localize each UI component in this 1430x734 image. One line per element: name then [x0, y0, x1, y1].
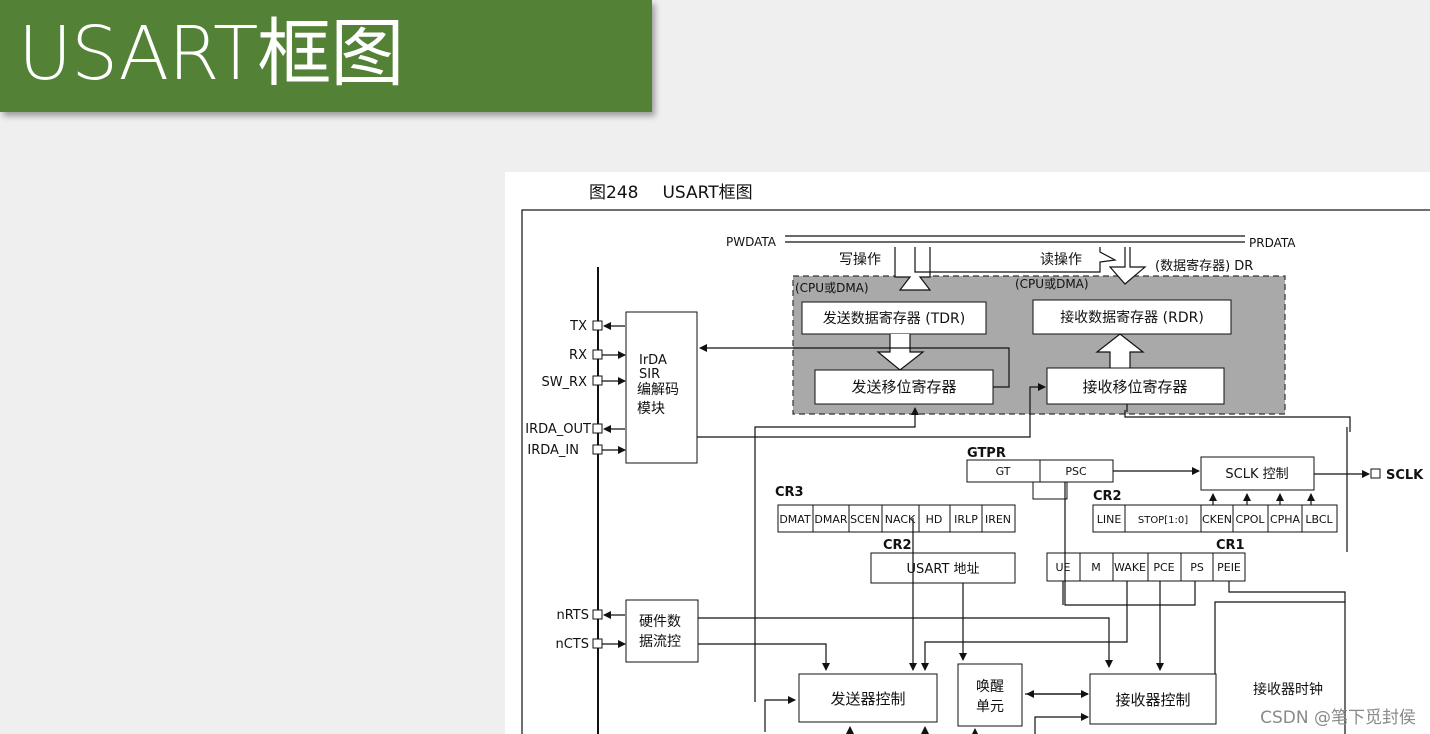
- irda-label-2: SIR: [639, 367, 660, 382]
- irda-label-3: 编解码: [637, 382, 679, 398]
- cr1-label: CR1: [1216, 538, 1245, 553]
- pin-group: TX RX SW_RX IRDA_OUT IRDA_IN nRTS nCTS: [525, 319, 603, 652]
- slide-title-band: USART框图: [0, 0, 652, 112]
- data-bus: [785, 235, 1245, 243]
- wake-unit-label-2: 单元: [976, 699, 1004, 715]
- hw-flow-label-1: 硬件数: [639, 614, 681, 630]
- read-path-arrow: [914, 247, 1117, 273]
- rx-control-label: 接收器控制: [1115, 691, 1190, 709]
- cr3-bit-nack: NACK: [885, 513, 916, 526]
- pin-rx: RX: [569, 348, 587, 363]
- irda-sir-block: [625, 311, 698, 464]
- cr3-bit-dmar: DMAR: [814, 513, 847, 526]
- diagram-frame: [521, 209, 1430, 734]
- cr2-bit-cpha: CPHA: [1270, 513, 1301, 526]
- cr2-bit-cpol: CPOL: [1235, 513, 1265, 526]
- cr1-bit-m: M: [1091, 561, 1101, 574]
- sclk-pin-label: SCLK: [1386, 468, 1424, 483]
- cr3-bit-irlp: IRLP: [954, 513, 978, 526]
- tx-control-label: 发送器控制: [830, 690, 905, 708]
- pin-sw-rx: SW_RX: [541, 375, 587, 390]
- tdr-box: [801, 301, 987, 335]
- wake-unit-label-1: 唤醒: [976, 678, 1004, 695]
- cr1-bit-ue: UE: [1055, 561, 1070, 574]
- cr3-bit-scen: SCEN: [850, 513, 880, 526]
- rx-shift-label: 接收移位寄存器: [1082, 378, 1187, 396]
- cr3-bit-dmat: DMAT: [779, 513, 811, 526]
- read-operation-arrow: [1108, 247, 1147, 285]
- write-op-label: 写操作: [839, 252, 881, 268]
- usart-address-label: USART 地址: [906, 562, 979, 577]
- cr2-bit-lbcl: LBCL: [1305, 513, 1333, 526]
- cr1-bit-ps: PS: [1190, 561, 1204, 574]
- cr3-label: CR3: [775, 485, 804, 500]
- gtpr-label: GTPR: [967, 446, 1006, 461]
- figure-number: 图248: [589, 183, 639, 203]
- rx-shift-register-box: [1046, 367, 1225, 405]
- hw-flow-control-block: [625, 599, 699, 663]
- cr1-register: [1046, 552, 1246, 582]
- cpu-dma-right-label: (CPU或DMA): [1015, 277, 1089, 291]
- irda-label-1: IrDA: [639, 353, 667, 368]
- diagram-svg: PWDATA PRDATA 写操作 读操作 (数据寄存器) DR (CPU或DM…: [521, 209, 1430, 734]
- prdata-label: PRDATA: [1249, 236, 1296, 250]
- pin-nrts: nRTS: [556, 608, 589, 623]
- cr2-addr-label: CR2: [883, 538, 912, 553]
- pin-ncts: nCTS: [555, 637, 589, 652]
- pwdata-label: PWDATA: [726, 235, 777, 249]
- rx-clock-label: 接收器时钟: [1253, 681, 1323, 698]
- hw-flow-label-2: 据流控: [639, 634, 681, 650]
- cr3-bit-iren: IREN: [985, 513, 1011, 526]
- cr1-bit-wake: WAKE: [1114, 561, 1146, 574]
- rx-control-box: [1089, 673, 1217, 725]
- cr3-bit-hd: HD: [926, 513, 943, 526]
- gt-label: GT: [996, 465, 1011, 478]
- csdn-watermark: CSDN @笔下觅封侯: [1260, 708, 1416, 728]
- rdr-box: [1032, 299, 1232, 335]
- sclk-control-label: SCLK 控制: [1225, 467, 1288, 482]
- wake-unit-box: [957, 663, 1023, 727]
- pin-tx: TX: [569, 319, 587, 334]
- write-operation-arrow: [894, 247, 932, 291]
- irda-label-4: 模块: [637, 401, 665, 417]
- sclk-pin: [1370, 468, 1381, 479]
- slide-title: USART框图: [18, 11, 404, 97]
- cr1-bit-pce: PCE: [1153, 561, 1174, 574]
- cpu-dma-left-label: (CPU或DMA): [795, 281, 869, 295]
- tdr-label: 发送数据寄存器 (TDR): [823, 310, 965, 327]
- cr2-bit-cken: CKEN: [1202, 513, 1232, 526]
- tx-shift-register-box: [814, 369, 994, 405]
- cr2-label: CR2: [1093, 489, 1122, 504]
- tx-shift-label: 发送移位寄存器: [851, 378, 956, 396]
- figure-caption-text: USART框图: [662, 183, 753, 203]
- cr2-bit-stop: STOP[1:0]: [1138, 515, 1188, 526]
- gt-psc-link: [1032, 482, 1068, 500]
- cr3-register: [777, 504, 1016, 533]
- cr1-bit-peie: PEIE: [1217, 561, 1241, 574]
- psc-label: PSC: [1065, 465, 1087, 478]
- pin-irda-in: IRDA_IN: [527, 443, 579, 458]
- usart-address-box: [870, 552, 1016, 584]
- sclk-control-box: [1200, 456, 1315, 491]
- shift-to-rdr-arrow: [1095, 333, 1145, 370]
- cr2-register: [1092, 504, 1338, 533]
- data-register-label: (数据寄存器) DR: [1155, 258, 1253, 274]
- usart-block-diagram: 图248 USART框图 PWDATA PRDATA 写操作 读操作 (数据寄存器…: [505, 172, 1430, 734]
- pin-irda-out: IRDA_OUT: [525, 422, 591, 437]
- read-op-label: 读操作: [1040, 251, 1082, 268]
- tx-control-box: [798, 673, 938, 723]
- figure-caption: 图248 USART框图: [589, 178, 777, 203]
- rdr-label: 接收数据寄存器 (RDR): [1060, 309, 1204, 326]
- cr2-bit-line: LINE: [1097, 513, 1122, 526]
